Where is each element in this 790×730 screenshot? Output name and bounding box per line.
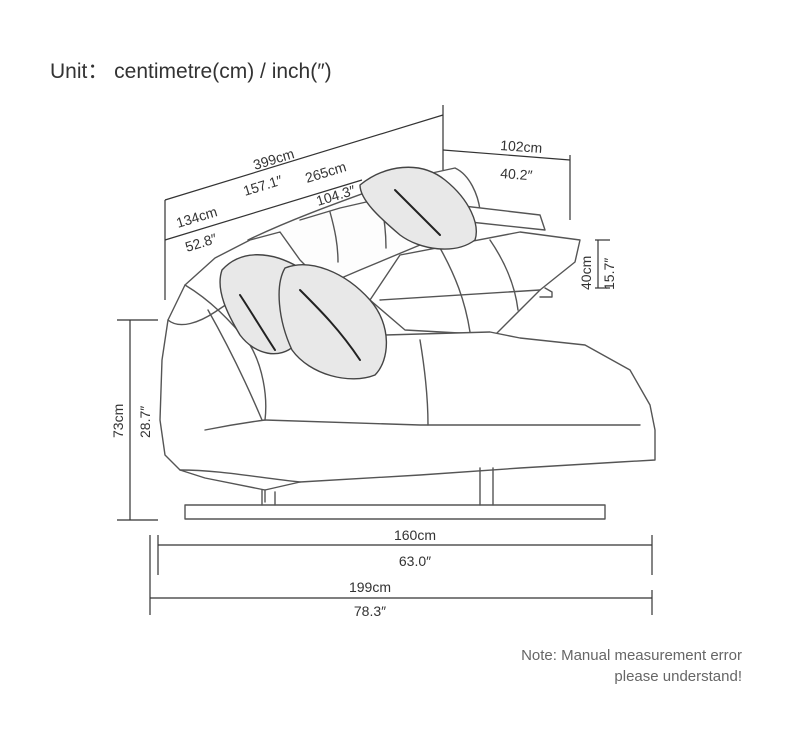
right-depth-cm-label: 102cm	[500, 137, 543, 156]
total-height-cm-label: 73cm	[110, 404, 126, 438]
left-depth-in-label: 52.8″	[183, 230, 219, 255]
left-depth-cm-label: 134cm	[174, 203, 219, 231]
sofa-illustration	[159, 166, 656, 520]
back-length-cm-label: 265cm	[303, 158, 348, 186]
total-length-in-label: 157.1″	[241, 172, 284, 199]
total-width-in-label: 78.3″	[354, 603, 386, 619]
chaise-width-in-label: 63.0″	[399, 553, 431, 569]
total-length-cm-label: 399cm	[251, 145, 296, 173]
dimension-lines	[117, 105, 653, 615]
total-height-in-label: 28.7″	[137, 406, 153, 438]
total-width-cm-label: 199cm	[349, 579, 391, 595]
chaise-width-cm-label: 160cm	[394, 527, 436, 543]
seat-height-in-label: 15.7″	[601, 258, 617, 290]
note-line-1: Note: Manual measurement error	[521, 647, 742, 664]
seat-height-cm-label: 40cm	[578, 256, 594, 290]
note-line-2: please understand!	[614, 668, 742, 685]
right-depth-in-label: 40.2″	[500, 165, 533, 183]
unit-title: Unit： centimetre(cm) / inch(″)	[50, 60, 332, 83]
